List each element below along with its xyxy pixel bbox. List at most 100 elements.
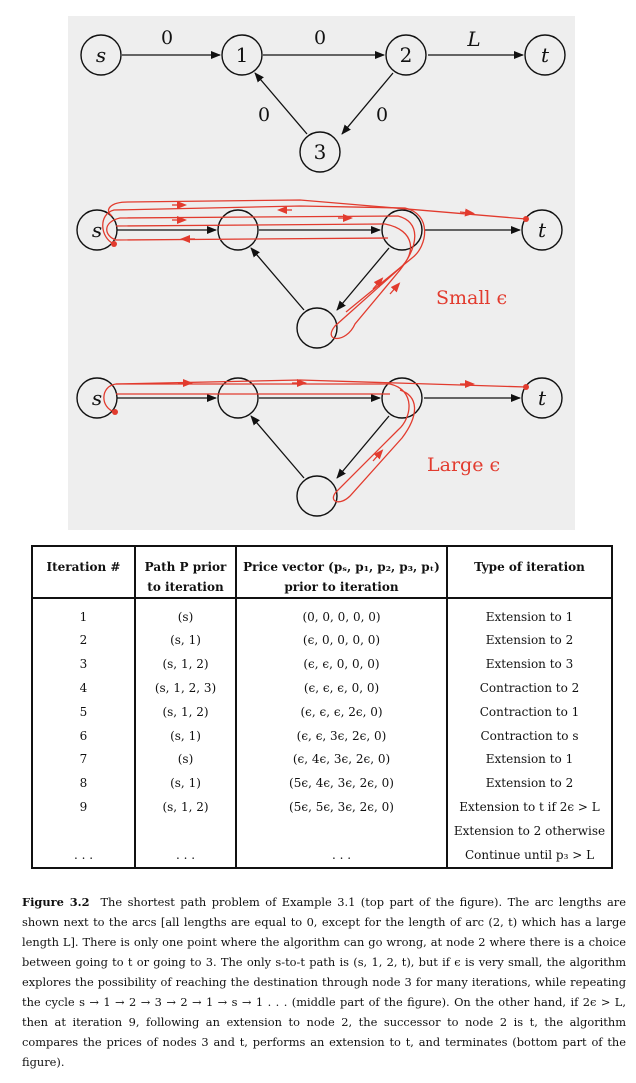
mid-path-to-t — [107, 199, 527, 220]
node-2-label: 2 — [400, 43, 413, 67]
header-path: Path P prior to iteration — [134, 546, 236, 599]
cell-path: (s, 1, 2) — [134, 652, 236, 677]
node-1-label: 1 — [236, 43, 249, 67]
bot-path-loop — [103, 383, 416, 503]
mid-node-s-label: s — [92, 218, 102, 242]
cell-path: (s, 1, 2) — [134, 700, 236, 725]
cell-price: (5ϵ, 4ϵ, 3ϵ, 2ϵ, 0) — [235, 771, 447, 796]
cell-iter: 6 — [79, 728, 88, 743]
node-t — [524, 34, 566, 76]
caption-text: The shortest path problem of Example 3.1… — [22, 895, 626, 1069]
cell-path: (s, 1, 2, 3) — [134, 676, 236, 701]
table-row: 6 (s, 1) (ϵ, ϵ, 3ϵ, 2ϵ, 0) Contraction t… — [32, 724, 612, 748]
cell-iter: 8 — [79, 776, 88, 791]
mid-arrow-8 — [389, 282, 401, 295]
arc-2-t-length: L — [466, 27, 480, 51]
arc-2-3-length: 0 — [376, 104, 388, 126]
table-row: 2 (s, 1) (ϵ, 0, 0, 0, 0) Extension to 2 — [32, 629, 612, 653]
iteration-table: Iteration # Path P prior to iteration Pr… — [31, 545, 613, 869]
cell-path: (s, 1) — [134, 724, 236, 748]
table-row: 5 (s, 1, 2) (ϵ, ϵ, ϵ, 2ϵ, 0) Contraction… — [32, 700, 612, 725]
cell-type: Extension to t if 2ϵ > L — [446, 795, 612, 820]
node-2 — [385, 34, 427, 76]
figure-caption: Figure 3.2 The shortest path problem of … — [22, 892, 626, 1072]
bot-path-end — [523, 384, 529, 390]
node-3 — [299, 131, 341, 173]
bot-arc-2-3 — [336, 415, 390, 479]
arc-1-2-length: 0 — [314, 27, 326, 49]
cell-type: Extension to 2 — [446, 629, 612, 653]
cell-type: Extension to 1 — [446, 598, 612, 630]
header-type-line1: Type of iteration — [474, 560, 585, 574]
bot-arrow-4 — [372, 449, 384, 462]
arc-s-1-length: 0 — [161, 27, 173, 49]
cell-type: Extension to 2 otherwise — [446, 819, 612, 844]
bot-arc-3-1 — [250, 415, 305, 479]
table-row: 7 (s) (ϵ, 4ϵ, 3ϵ, 2ϵ, 0) Extension to 1 — [32, 747, 612, 772]
table-header-row: Iteration # Path P prior to iteration Pr… — [32, 546, 612, 599]
cell-path: . . . — [134, 843, 236, 868]
arc-3-1-length: 0 — [258, 104, 270, 126]
node-1 — [221, 34, 263, 76]
bot-path-start — [112, 409, 118, 415]
mid-arc-2-3 — [336, 247, 390, 311]
table-row: . . . . . . . . . Continue until p₃ > L — [32, 843, 612, 868]
mid-arrow-7 — [372, 277, 384, 290]
cell-path: (s) — [134, 598, 236, 630]
cell-iter: 7 — [79, 752, 88, 767]
arc-3-1 — [254, 72, 308, 135]
cell-iter: 4 — [79, 680, 88, 695]
bot-node-2 — [381, 377, 423, 419]
cell-price: (5ϵ, 5ϵ, 3ϵ, 2ϵ, 0) — [235, 795, 447, 820]
cell-path — [134, 819, 236, 844]
cell-iter: 3 — [79, 657, 88, 672]
header-type: Type of iteration — [446, 546, 612, 599]
cell-price: (0, 0, 0, 0, 0) — [235, 598, 447, 630]
large-epsilon-label: Large ϵ — [427, 454, 500, 476]
cell-price: . . . — [235, 843, 447, 868]
bot-node-3 — [296, 475, 338, 517]
mid-node-2 — [381, 209, 423, 251]
header-path-line1: Path P prior — [144, 560, 227, 574]
cell-type: Contraction to s — [446, 724, 612, 748]
cell-iter: 5 — [79, 704, 88, 719]
mid-node-1 — [217, 209, 259, 251]
cell-type: Contraction to 2 — [446, 676, 612, 701]
cell-type: Extension to 1 — [446, 747, 612, 772]
header-iteration-line1: Iteration # — [46, 560, 121, 574]
bot-node-s-label: s — [92, 386, 102, 410]
cell-price: (ϵ, 4ϵ, 3ϵ, 2ϵ, 0) — [235, 747, 447, 772]
cell-price: (ϵ, ϵ, ϵ, 2ϵ, 0) — [235, 700, 447, 725]
bot-node-s — [76, 377, 118, 419]
cell-price — [235, 819, 447, 844]
cell-iter — [32, 819, 135, 843]
bottom-graph: s t Large ϵ — [76, 377, 563, 517]
bot-node-1 — [217, 377, 259, 419]
table-row: 3 (s, 1, 2) (ϵ, ϵ, 0, 0, 0) Extension to… — [32, 652, 612, 677]
cell-price: (ϵ, ϵ, 0, 0, 0) — [235, 652, 447, 677]
table-row: 4 (s, 1, 2, 3) (ϵ, ϵ, ϵ, 0, 0) Contracti… — [32, 676, 612, 701]
cell-iter: . . . — [73, 847, 94, 862]
table-row: 8 (s, 1) (5ϵ, 4ϵ, 3ϵ, 2ϵ, 0) Extension t… — [32, 771, 612, 796]
mid-path-end — [523, 216, 529, 222]
bot-node-t — [521, 377, 563, 419]
mid-node-t — [521, 209, 563, 251]
cell-type: Continue until p₃ > L — [446, 843, 612, 868]
mid-node-t-label: t — [538, 218, 547, 242]
figure-diagram: s 1 2 t 3 0 0 L 0 0 s t — [76, 27, 566, 517]
cell-type: Contraction to 1 — [446, 700, 612, 725]
cell-price: (ϵ, ϵ, 3ϵ, 2ϵ, 0) — [235, 724, 447, 748]
node-s — [80, 34, 122, 76]
cell-iter: 9 — [79, 799, 88, 814]
table-row: Extension to 2 otherwise — [32, 819, 612, 844]
figure-label: Figure 3.2 — [22, 895, 90, 909]
mid-path-start — [111, 241, 117, 247]
arc-2-3 — [341, 72, 394, 135]
node-3-label: 3 — [314, 140, 327, 164]
mid-node-3 — [296, 307, 338, 349]
small-epsilon-label: Small ϵ — [436, 287, 507, 309]
cell-path: (s, 1, 2) — [134, 795, 236, 820]
header-iteration: Iteration # — [32, 546, 135, 599]
mid-arc-3-1 — [250, 247, 305, 311]
cell-path: (s) — [134, 747, 236, 772]
